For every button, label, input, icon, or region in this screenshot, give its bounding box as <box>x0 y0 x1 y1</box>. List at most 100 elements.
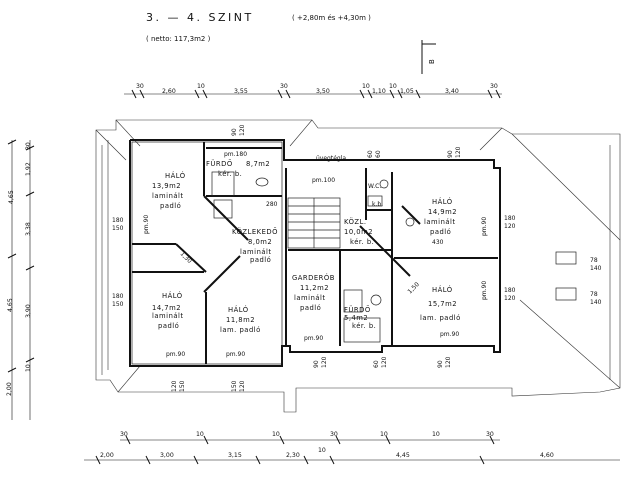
opening-dim: 60 <box>367 150 374 158</box>
net-area: ( netto: 117,3m2 ) <box>146 35 211 43</box>
walls <box>129 139 501 367</box>
room-area: 11,2m2 <box>300 284 329 292</box>
room-hall-5: HÁLÓ 15,7m2 lam. padló <box>420 285 460 322</box>
dim-label: 180 <box>112 293 124 300</box>
bottom-dimension-line: 2,00 3,00 3,15 2,30 10 4,45 4,60 30 10 1… <box>84 431 620 465</box>
left-dim-3: 2,00 <box>6 382 13 396</box>
bottom-dim-1: 2,00 <box>100 452 114 459</box>
room-floor: lam. padló <box>220 326 261 334</box>
dim-label: pm.90 <box>481 281 488 300</box>
section-marker-label: B <box>428 59 436 64</box>
dim-label: 120 <box>504 295 516 302</box>
bottom-dim-4: 2,30 <box>286 452 300 459</box>
room-area: 14,7m2 <box>152 304 181 312</box>
opening-dim: 150 <box>179 380 186 392</box>
bottom-dim-6: 4,45 <box>396 452 410 459</box>
room-floor: kér. b. <box>352 322 376 330</box>
room-area: 8,7m2 <box>246 160 270 168</box>
room-name: FÜRDŐ <box>206 159 233 168</box>
bottom-dim-inner-3: 10 <box>272 431 280 438</box>
opening-dim: 120 <box>239 124 246 136</box>
opening-dim: 120 <box>321 356 328 368</box>
top-dimension-line: 30 2,60 10 3,55 30 3,50 10 1,10 10 1,05 … <box>124 83 502 99</box>
room-wardrobe: GARDERÓB 11,2m2 laminált padló <box>292 273 335 312</box>
top-dim-5: 30 <box>280 83 288 90</box>
dim-label: 150 <box>112 225 124 232</box>
room-floor2: padló <box>158 322 179 330</box>
top-dim-2: 2,60 <box>162 88 176 95</box>
room-area: 10,0m2 <box>344 228 373 236</box>
room-floor2: padló <box>430 228 451 236</box>
room-hall-1: HÁLÓ 13,9m2 laminált padló <box>152 171 186 210</box>
top-dim-3: 10 <box>197 83 205 90</box>
room-floor: laminált <box>152 312 184 320</box>
bottom-dim-5: 10 <box>318 447 326 454</box>
dim-label: 78 <box>590 257 598 264</box>
parapet-label: pm.90 <box>440 331 459 338</box>
opening-dim: 120 <box>171 380 178 392</box>
room-bath-2: FÜRDŐ 5,4m2 kér. b. <box>344 305 376 330</box>
fixtures <box>211 171 577 343</box>
opening-dim: 120 <box>239 380 246 392</box>
opening-dim: 90 <box>447 150 454 158</box>
room-name: GARDERÓB <box>292 273 335 282</box>
dim-label: 140 <box>590 265 602 272</box>
bottom-dim-inner-2: 10 <box>196 431 204 438</box>
opening-dim: 120 <box>381 356 388 368</box>
left-dim-2: 4,65 <box>7 298 14 312</box>
top-dim-10: 1,05 <box>400 88 414 95</box>
bottom-dim-inner-4: 30 <box>330 431 338 438</box>
room-floor2: padló <box>160 202 181 210</box>
opening-dim: 90 <box>231 128 238 136</box>
top-dim-8: 1,10 <box>372 88 386 95</box>
opening-dimensions: 120 150 150 120 90 120 60 120 90 120 90 … <box>171 124 462 392</box>
dim-label: 140 <box>590 299 602 306</box>
glass-brick-label: üvegtégla <box>316 155 346 162</box>
room-bath-1: FÜRDŐ 8,7m2 kér. b. <box>206 159 270 178</box>
dim-label: pm.90 <box>143 215 150 234</box>
room-hall-3: HÁLÓ 11,8m2 lam. padló <box>220 305 261 334</box>
room-area: 13,9m2 <box>152 182 181 190</box>
room-hall-4: HÁLÓ 14,9m2 laminált padló <box>424 197 457 236</box>
opening-dim: 90 <box>313 360 320 368</box>
dim-label: 430 <box>432 239 444 246</box>
dim-label: 280 <box>266 201 278 208</box>
room-name: FÜRDŐ <box>344 305 371 314</box>
bottom-dim-7: 4,60 <box>540 452 554 459</box>
parapet-label: pm.90 <box>166 351 185 358</box>
parapet-label: pm.100 <box>312 177 335 184</box>
dim-label: 1,50 <box>406 281 421 296</box>
plan-title: 3. — 4. SZINT <box>146 11 254 24</box>
room-name: HÁLÓ <box>165 171 186 180</box>
room-area: 5,4m2 <box>344 314 368 322</box>
room-floor: laminált <box>424 218 456 226</box>
room-wc: W.C. k.b. <box>368 183 383 208</box>
top-dim-6: 3,50 <box>316 88 330 95</box>
opening-dim: 120 <box>445 356 452 368</box>
room-name: HÁLÓ <box>432 285 453 294</box>
room-hall-2: HÁLÓ 14,7m2 laminált padló <box>152 291 184 330</box>
left-dim-inner-1: 30 <box>25 142 32 150</box>
dim-label: 180 <box>504 287 516 294</box>
top-dim-11: 3,40 <box>445 88 459 95</box>
room-floor: laminált <box>240 248 272 256</box>
dim-label: 120 <box>504 223 516 230</box>
room-corridor-2: KÖZL. 10,0m2 kér. b. <box>344 217 374 246</box>
bottom-dim-inner-5: 10 <box>380 431 388 438</box>
left-dim-inner-3: 3,38 <box>25 222 32 236</box>
room-floor: laminált <box>152 192 184 200</box>
top-dim-9: 10 <box>389 83 397 90</box>
dim-label: 180 <box>504 215 516 222</box>
room-name: HÁLÓ <box>432 197 453 206</box>
top-dim-1: 30 <box>136 83 144 90</box>
room-floor: kér. b. <box>218 170 242 178</box>
parapet-label: pm.90 <box>304 335 323 342</box>
bottom-dim-2: 3,00 <box>160 452 174 459</box>
bottom-dim-inner-1: 30 <box>120 431 128 438</box>
top-dim-12: 30 <box>490 83 498 90</box>
room-area: 8,0m2 <box>248 238 272 246</box>
left-dim-inner-2: 1,92 <box>25 162 32 176</box>
dim-label: 180 <box>112 217 124 224</box>
room-floor: kér. b. <box>350 238 374 246</box>
